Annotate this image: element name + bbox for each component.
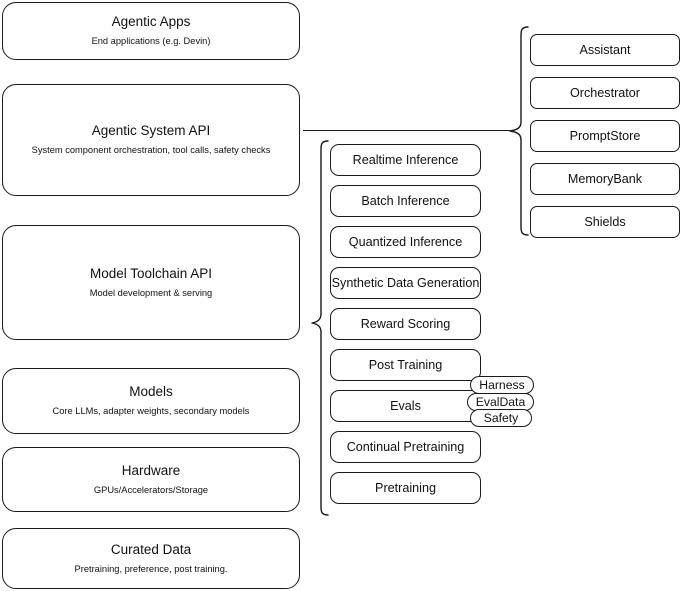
layer-subtitle: GPUs/Accelerators/Storage	[93, 484, 209, 495]
layer-subtitle: Pretraining, preference, post training.	[74, 563, 228, 574]
capability-label: Continual Pretraining	[346, 440, 465, 454]
evals-badge-label: Harness	[479, 378, 525, 392]
capability-evals[interactable]: Evals	[330, 390, 481, 422]
capability-post-training[interactable]: Post Training	[330, 349, 481, 381]
layer-subtitle: End applications (e.g. Devin)	[91, 36, 211, 47]
component-label: MemoryBank	[567, 172, 643, 186]
brace-system-components	[509, 26, 529, 236]
component-label: PromptStore	[569, 129, 641, 143]
layer-title: Agentic Apps	[111, 14, 191, 30]
capability-reward-scoring[interactable]: Reward Scoring	[330, 308, 481, 340]
capability-label: Pretraining	[375, 481, 436, 495]
layer-agentic-system-api[interactable]: Agentic System API System component orch…	[2, 84, 300, 196]
capability-synthetic-data-generation[interactable]: Synthetic Data Generation	[330, 267, 481, 299]
component-memorybank[interactable]: MemoryBank	[530, 163, 680, 195]
capability-label: Evals	[390, 399, 421, 413]
capability-label: Synthetic Data Generation	[331, 276, 480, 290]
layer-subtitle: Model development & serving	[89, 287, 213, 298]
brace-toolchain-capabilities	[311, 140, 329, 516]
capability-label: Quantized Inference	[348, 235, 463, 249]
capability-batch-inference[interactable]: Batch Inference	[330, 185, 481, 217]
component-label: Assistant	[579, 43, 631, 57]
capability-quantized-inference[interactable]: Quantized Inference	[330, 226, 481, 258]
component-promptstore[interactable]: PromptStore	[530, 120, 680, 152]
layer-model-toolchain-api[interactable]: Model Toolchain API Model development & …	[2, 225, 300, 340]
component-label: Shields	[584, 215, 626, 229]
capability-label: Batch Inference	[361, 194, 450, 208]
capability-label: Reward Scoring	[360, 317, 451, 331]
component-label: Orchestrator	[570, 86, 640, 100]
layer-title: Hardware	[121, 462, 181, 478]
layer-hardware[interactable]: Hardware GPUs/Accelerators/Storage	[2, 447, 300, 512]
component-shields[interactable]: Shields	[530, 206, 680, 238]
layer-title: Agentic System API	[91, 123, 211, 139]
component-orchestrator[interactable]: Orchestrator	[530, 77, 680, 109]
layer-subtitle: Core LLMs, adapter weights, secondary mo…	[52, 406, 250, 417]
layer-title: Models	[129, 384, 173, 400]
evals-badge-safety[interactable]: Safety	[470, 409, 532, 427]
layer-title: Curated Data	[110, 541, 192, 557]
capability-label: Post Training	[368, 358, 443, 372]
layer-title: Model Toolchain API	[89, 265, 213, 281]
component-assistant[interactable]: Assistant	[530, 34, 680, 66]
layer-agentic-apps[interactable]: Agentic Apps End applications (e.g. Devi…	[2, 2, 300, 60]
capability-realtime-inference[interactable]: Realtime Inference	[330, 144, 481, 176]
capability-continual-pretraining[interactable]: Continual Pretraining	[330, 431, 481, 463]
evals-badge-label: Safety	[483, 411, 519, 425]
capability-pretraining[interactable]: Pretraining	[330, 472, 481, 504]
layer-subtitle: System component orchestration, tool cal…	[31, 145, 271, 156]
capability-label: Realtime Inference	[352, 153, 459, 167]
layer-curated-data[interactable]: Curated Data Pretraining, preference, po…	[2, 528, 300, 589]
layer-models[interactable]: Models Core LLMs, adapter weights, secon…	[2, 368, 300, 434]
connector-system-api-to-components	[303, 130, 510, 132]
evals-badge-label: EvalData	[475, 395, 526, 409]
evals-badge-harness[interactable]: Harness	[470, 376, 534, 394]
